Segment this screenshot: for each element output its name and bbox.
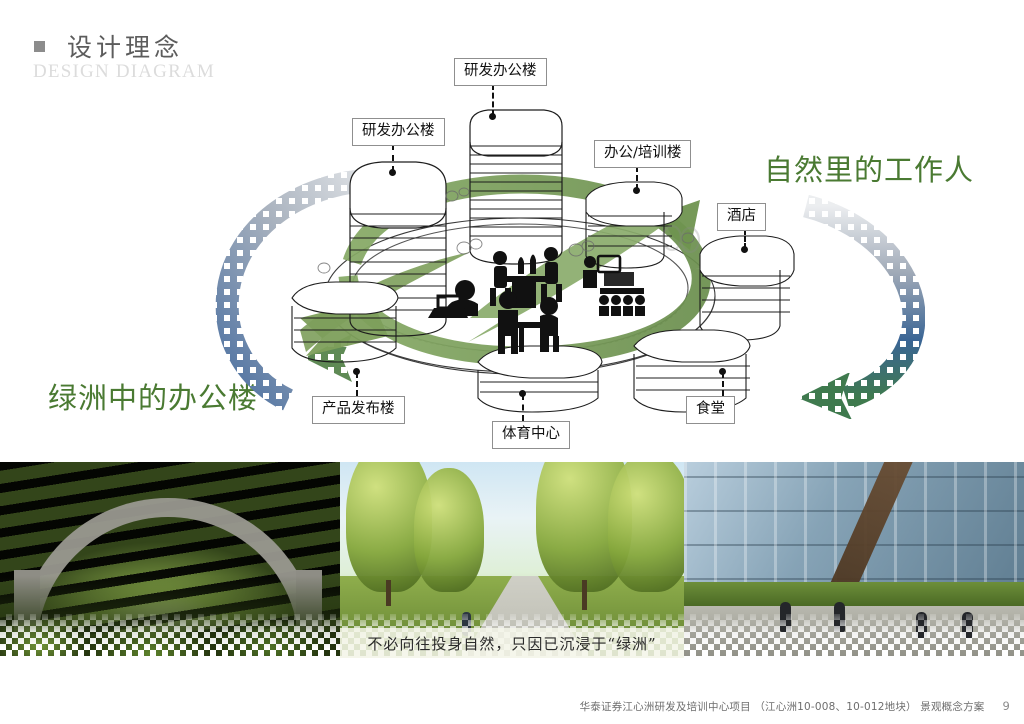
outer-ring-left-arc — [215, 167, 393, 411]
leader-product-launch — [356, 372, 358, 396]
photo-strip-caption: 不必向往投身自然，只因已沉浸于“绿洲” — [340, 628, 684, 658]
square-bullet-icon — [34, 40, 45, 52]
pictogram-meeting-table-icon — [490, 247, 562, 308]
leader-sports-center — [522, 394, 524, 421]
callout-sports-center[interactable]: 体育中心 — [492, 421, 570, 449]
callout-hotel[interactable]: 酒店 — [717, 203, 766, 231]
outer-ring-right-arc — [802, 194, 926, 409]
design-concept-diagram — [215, 109, 926, 420]
ring-watermark-numerals — [661, 224, 701, 254]
building-canteen — [633, 329, 751, 413]
leader-dot-hotel — [741, 246, 748, 253]
leader-dot-canteen — [719, 368, 726, 375]
park-tree — [414, 468, 484, 592]
pictogram-person-laptop-icon — [428, 280, 478, 318]
park-tree-trunk — [582, 580, 587, 610]
leader-rd-office-top — [492, 84, 494, 116]
leader-dot-rd-office-left — [389, 169, 396, 176]
photo-strip-bottom-mask — [0, 656, 1024, 664]
building-rd-office-top — [469, 109, 563, 265]
leader-dot-product-launch — [353, 368, 360, 375]
leader-rd-office-left — [392, 144, 394, 172]
leader-hotel — [744, 229, 746, 249]
park-tree — [608, 462, 684, 592]
page-header: 设计理念 DESIGN DIAGRAM — [33, 28, 215, 83]
headline-right: 自然里的工作人 — [764, 153, 975, 187]
headline-left: 绿洲中的办公楼 — [48, 381, 259, 415]
callout-rd-office-left[interactable]: 研发办公楼 — [352, 118, 445, 146]
building-office-training — [585, 181, 683, 269]
park-tree-trunk — [386, 580, 391, 606]
callout-office-training[interactable]: 办公/培训楼 — [594, 140, 692, 168]
callout-canteen[interactable]: 食堂 — [686, 396, 735, 424]
callout-rd-office-top[interactable]: 研发办公楼 — [454, 58, 547, 86]
building-rd-office-left — [349, 161, 447, 337]
pictogram-presentation-audience-icon — [583, 254, 645, 316]
slide-footer: 华泰证券江心洲研发及培训中心项目 （江心洲10-008、10-012地块） 景观… — [580, 699, 1010, 714]
leader-dot-sports-center — [519, 390, 526, 397]
building-product-launch — [291, 281, 399, 363]
outer-ring-right-arrowhead — [798, 372, 852, 420]
landscape-foliage — [317, 187, 695, 274]
leader-dot-rd-office-top — [489, 113, 496, 120]
leader-dot-office-training — [633, 187, 640, 194]
callout-product-launch[interactable]: 产品发布楼 — [312, 396, 405, 424]
leader-canteen — [722, 372, 724, 396]
page-number: 9 — [1002, 699, 1010, 713]
building-sports-center — [477, 345, 603, 413]
page-subtitle: DESIGN DIAGRAM — [33, 61, 215, 82]
page-title: 设计理念 — [67, 33, 184, 62]
footer-project-title: 华泰证券江心洲研发及培训中心项目 （江心洲10-008、10-012地块） 景观… — [579, 701, 985, 713]
leader-office-training — [636, 166, 638, 190]
pictogram-desk-discussion-icon — [498, 291, 559, 354]
